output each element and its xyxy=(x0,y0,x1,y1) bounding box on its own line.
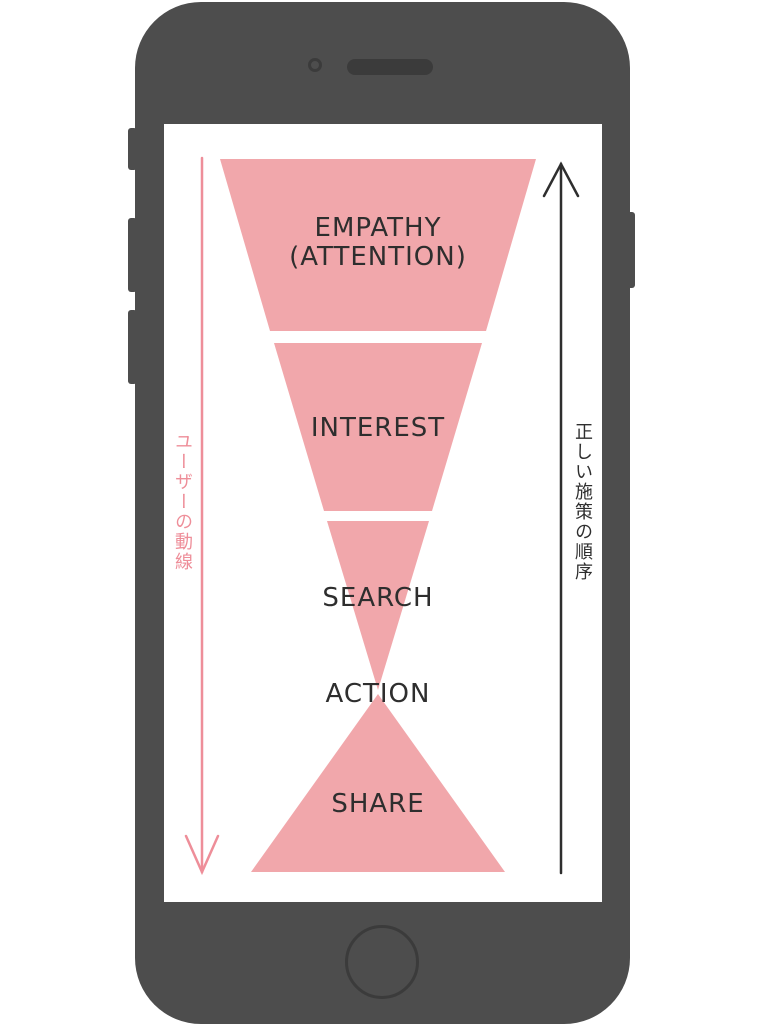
stage-search-shape xyxy=(327,521,429,690)
stage-interest-label: INTEREST xyxy=(311,413,445,443)
phone-screen: EMPATHY (ATTENTION) INTEREST SEARCH ACTI… xyxy=(164,124,602,902)
power-button xyxy=(626,212,635,288)
stage-empathy-label: EMPATHY xyxy=(315,213,442,243)
volume-up-button xyxy=(128,218,137,292)
correct-order-label: 正しい施策の順序 xyxy=(572,422,593,582)
stage-share-label: SHARE xyxy=(331,789,424,819)
arrow-up-icon xyxy=(542,161,580,875)
stage-share-shape xyxy=(251,694,505,872)
stage-interest-shape xyxy=(274,343,482,511)
funnel-diagram: EMPATHY (ATTENTION) INTEREST SEARCH ACTI… xyxy=(184,156,580,876)
stage-empathy-sublabel: (ATTENTION) xyxy=(289,242,467,272)
stage-empathy-shape xyxy=(220,159,536,331)
arrow-down-icon xyxy=(184,156,220,876)
speaker-grille xyxy=(347,59,433,75)
stage-action-label: ACTION xyxy=(326,679,431,709)
mute-switch xyxy=(128,128,137,170)
home-button[interactable] xyxy=(345,925,419,999)
camera-icon xyxy=(308,58,322,72)
user-flow-label: ユーザーの動線 xyxy=(172,432,193,572)
stage-search-label: SEARCH xyxy=(322,583,433,613)
volume-down-button xyxy=(128,310,137,384)
